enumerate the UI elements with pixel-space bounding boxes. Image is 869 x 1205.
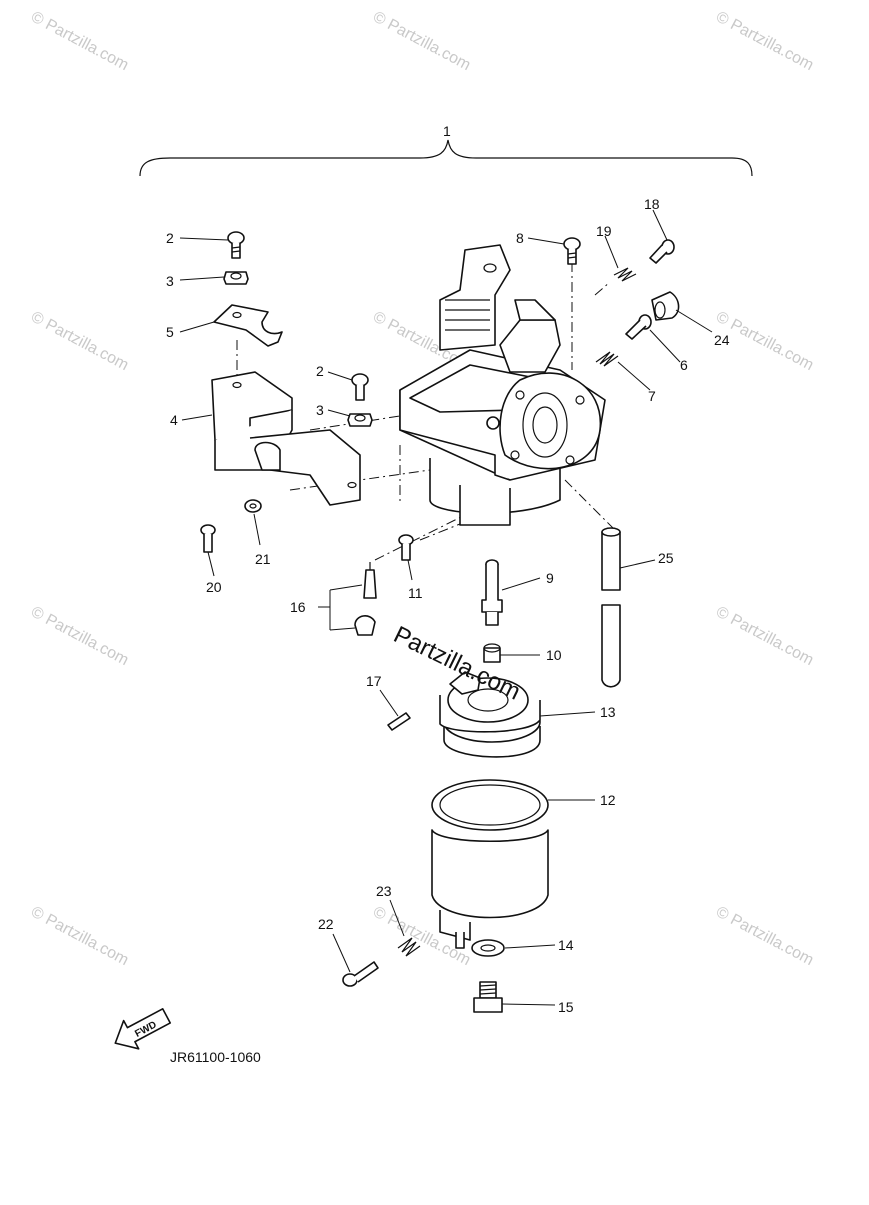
- callout: 25: [658, 550, 674, 566]
- watermark: © Partzilla.com: [370, 9, 473, 75]
- watermark-layer: © Partzilla.com © Partzilla.com © Partzi…: [28, 9, 816, 970]
- clamp-part-5: [213, 304, 283, 347]
- callout: 15: [558, 999, 574, 1015]
- watermark: © Partzilla.com: [713, 904, 816, 970]
- carburetor-body: [399, 244, 606, 526]
- bolt-part-15: [473, 981, 503, 1013]
- assembly-bracket: [139, 139, 753, 177]
- callout: 3: [316, 402, 324, 418]
- callout: 19: [596, 223, 612, 239]
- callout: 18: [644, 196, 660, 212]
- needle-valve-part-16: [354, 562, 377, 636]
- cap-part-24: [651, 291, 680, 321]
- washer-part-14: [471, 939, 505, 957]
- callout: 12: [600, 792, 616, 808]
- nut-part-3: [223, 271, 249, 285]
- callout: 23: [376, 883, 392, 899]
- pin-part-17: [387, 712, 411, 731]
- screw-part-11: [398, 534, 414, 561]
- callout: 24: [714, 332, 730, 348]
- callout: 8: [516, 230, 524, 246]
- screw-part-2: [227, 231, 245, 259]
- screw-part-22: [342, 961, 379, 987]
- watermark: © Partzilla.com: [28, 604, 131, 670]
- callout: 2: [316, 363, 324, 379]
- callout: 16: [290, 599, 306, 615]
- fwd-arrow-icon: FWD: [114, 1008, 172, 1050]
- callout: 6: [680, 357, 688, 373]
- watermark: © Partzilla.com: [713, 9, 816, 75]
- tube-part-25: [601, 527, 621, 688]
- float-bowl-part-12: [431, 779, 549, 949]
- leader-lines: [179, 209, 713, 1006]
- callout: 4: [170, 412, 178, 428]
- float-part-13: [439, 671, 541, 758]
- callout: 10: [546, 647, 562, 663]
- watermark: © Partzilla.com: [28, 9, 131, 75]
- diagram-code: JR61100-1060: [170, 1049, 261, 1065]
- screw-part-6: [625, 314, 652, 340]
- washer-part-21: [244, 499, 262, 513]
- screw-part-18: [649, 239, 675, 264]
- spring-part-19: [613, 267, 637, 282]
- guide-lines: [236, 262, 616, 561]
- jet-part-9: [481, 559, 503, 626]
- callout: 17: [366, 673, 382, 689]
- callout: 3: [166, 273, 174, 289]
- spring-part-7: [595, 351, 619, 367]
- spring-part-23: [397, 937, 421, 957]
- callout: 9: [546, 570, 554, 586]
- callout: 21: [255, 551, 271, 567]
- screw-part-2-b: [351, 373, 369, 401]
- callout: 2: [166, 230, 174, 246]
- watermark: © Partzilla.com: [28, 904, 131, 970]
- callout: 22: [318, 916, 334, 932]
- callouts: 1 2 3 5 4 2 3 8 19 18 24 6 7 21 20 11 9 …: [166, 123, 730, 1015]
- callout: 13: [600, 704, 616, 720]
- screw-part-8: [563, 237, 581, 265]
- screw-part-20: [200, 524, 216, 553]
- callout: 20: [206, 579, 222, 595]
- jet-part-10: [483, 643, 501, 663]
- watermark: © Partzilla.com: [28, 309, 131, 375]
- bracket-part-4: [211, 371, 361, 506]
- callout: 14: [558, 937, 574, 953]
- callout: 5: [166, 324, 174, 340]
- callout: 1: [443, 123, 451, 139]
- callout: 11: [408, 585, 423, 601]
- watermark: © Partzilla.com: [713, 604, 816, 670]
- callout: 7: [648, 388, 656, 404]
- nut-part-3-b: [347, 413, 373, 427]
